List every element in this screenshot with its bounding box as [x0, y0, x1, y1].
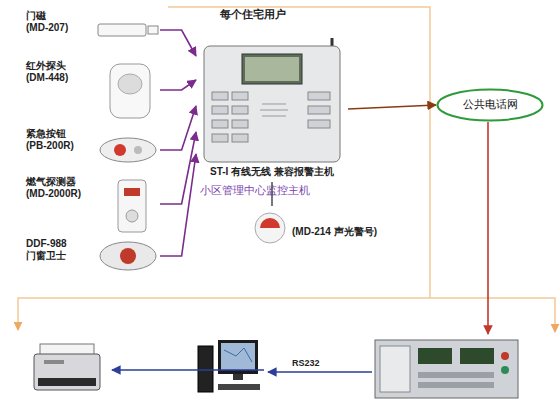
node-label: 公共电话网 [436, 98, 544, 110]
button-icon [98, 238, 160, 274]
frame-lines [18, 7, 555, 332]
device-label-column: 门磁(MD-207) [26, 10, 96, 34]
device-label: 门磁 [26, 10, 96, 22]
network-wire [487, 122, 489, 334]
network-ellipse: 公共电话网 [436, 88, 544, 122]
gas-icon [108, 178, 156, 234]
sensor-device: 燃气探测器(MD-2000R) [26, 176, 160, 234]
connector [160, 132, 196, 204]
pir-icon [102, 62, 158, 120]
diagram-title: 每个住宅用户 [220, 8, 286, 20]
data-wire [268, 371, 372, 373]
device-label-column: 红外探头(DM-448) [26, 60, 96, 84]
device-label: DDF-988 [26, 238, 96, 250]
connector [160, 80, 196, 90]
interface-label: RS232 [292, 357, 320, 369]
device-label: 紧急按钮 [26, 128, 96, 140]
remote-icon [98, 130, 160, 170]
node-label: ST-I 有线无线 兼容报警主机 [196, 166, 348, 178]
device-label: (MD-2000R) [26, 188, 96, 200]
siren-device: (MD-214 声光警号) [254, 206, 404, 250]
connector [271, 182, 273, 206]
device-label-column: 紧急按钮(PB-200R) [26, 128, 96, 152]
sensor-device: 门磁(MD-207) [26, 10, 160, 48]
control-host-illustration [375, 340, 518, 398]
siren-icon [254, 206, 288, 250]
alarm-host: ST-I 有线无线 兼容报警主机 [196, 36, 348, 182]
sensor-device: 紧急按钮(PB-200R) [26, 128, 160, 170]
device-label: (PB-200R) [26, 140, 96, 152]
data-wire [112, 369, 264, 371]
door-icon [96, 16, 160, 44]
device-label: 门窗卫士 [26, 250, 96, 262]
overlay-label: 小区管理中心监控主机 [200, 184, 310, 196]
device-label-column: 燃气探测器(MD-2000R) [26, 176, 96, 200]
printer-illustration [34, 344, 100, 390]
device-label: (DM-448) [26, 72, 96, 84]
connector [160, 154, 196, 256]
panel-icon [196, 36, 348, 164]
device-label: 红外探头 [26, 60, 96, 72]
device-label-column: DDF-988门窗卫士 [26, 238, 96, 262]
device-label: (MD-207) [26, 22, 96, 34]
device-label: 燃气探测器 [26, 176, 96, 188]
connector [160, 30, 196, 56]
node-label: (MD-214 声光警号) [292, 226, 377, 238]
connector [160, 106, 196, 150]
connector [348, 105, 436, 109]
sensor-device: DDF-988门窗卫士 [26, 238, 160, 274]
computer-illustration [198, 340, 260, 392]
sensor-device: 红外探头(DM-448) [26, 60, 160, 120]
